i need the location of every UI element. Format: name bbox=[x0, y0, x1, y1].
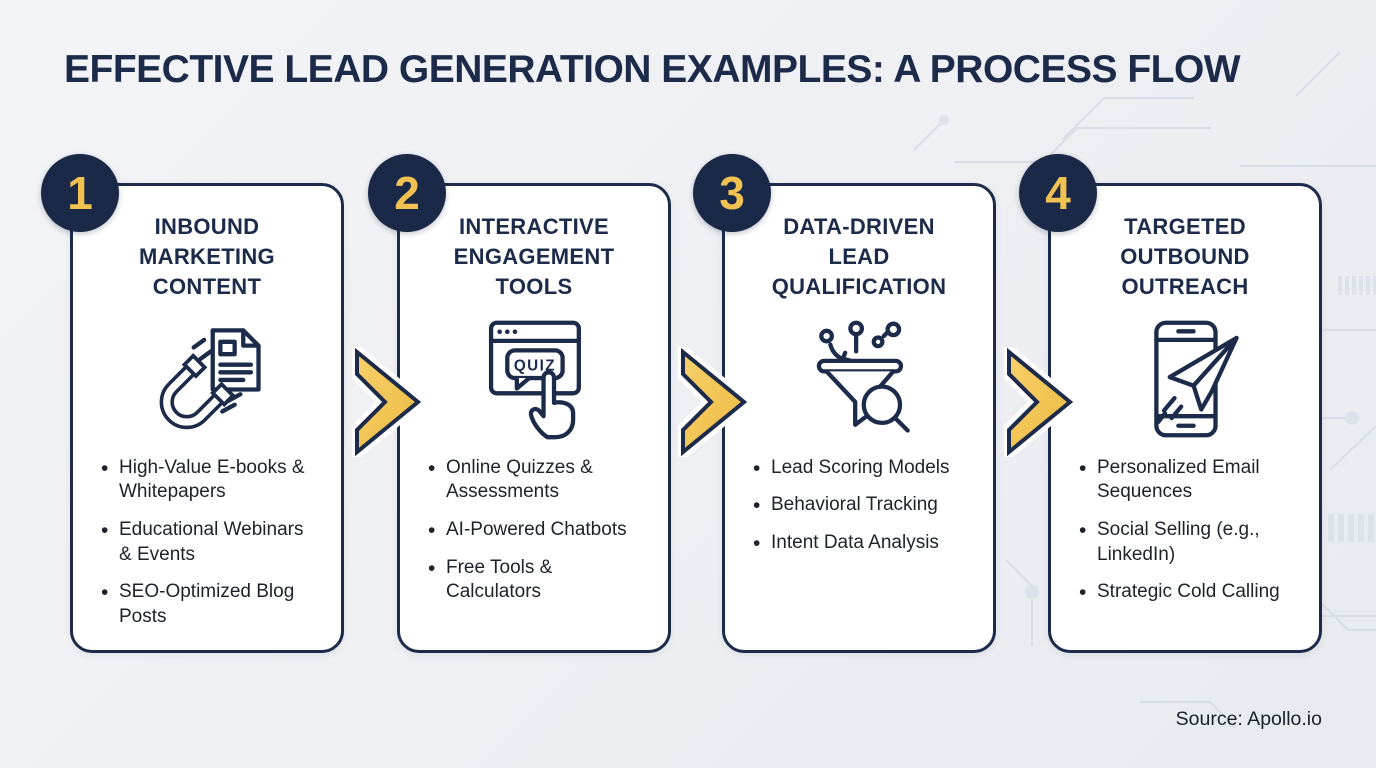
bullet-item: AI-Powered Chatbots bbox=[426, 517, 642, 544]
magnet-document-icon bbox=[159, 327, 261, 429]
phone-paper-plane-icon bbox=[1154, 320, 1239, 438]
quiz-click-icon: QUIZ bbox=[488, 320, 581, 440]
bullet-list: Lead Scoring Models Behavioral Tracking … bbox=[751, 455, 967, 569]
icon-box: QUIZ bbox=[467, 314, 601, 444]
step-number-badge: 4 bbox=[1019, 154, 1097, 232]
bullet-item: Social Selling (e.g., LinkedIn) bbox=[1077, 517, 1293, 567]
bullet-item: Behavioral Tracking bbox=[751, 492, 967, 519]
lead-funnel-magnifier-icon bbox=[816, 320, 910, 433]
step-number-badge: 3 bbox=[693, 154, 771, 232]
bullet-item: Strategic Cold Calling bbox=[1077, 579, 1293, 606]
step-card-interactive-tools: INTERACTIVE ENGAGEMENT TOOLS QUIZ Online… bbox=[397, 183, 671, 653]
step-number: 4 bbox=[1045, 167, 1071, 219]
source-attribution: Source: Apollo.io bbox=[1175, 708, 1322, 730]
step-title: TARGETED OUTBOUND OUTREACH bbox=[1120, 214, 1250, 299]
step-title: INBOUND MARKETING CONTENT bbox=[139, 214, 275, 299]
quiz-label: QUIZ bbox=[514, 357, 556, 374]
icon-box bbox=[792, 314, 926, 444]
step-number: 1 bbox=[67, 167, 93, 219]
bullet-item: Online Quizzes & Assessments bbox=[426, 455, 642, 505]
page-title: EFFECTIVE LEAD GENERATION EXAMPLES: A PR… bbox=[64, 48, 1241, 91]
flow-arrow-icon bbox=[352, 347, 424, 457]
bullet-item: SEO-Optimized Blog Posts bbox=[99, 579, 315, 629]
step-number: 3 bbox=[719, 167, 745, 219]
bullet-item: Personalized Email Sequences bbox=[1077, 455, 1293, 505]
bullet-list: High-Value E-books & Whitepapers Educati… bbox=[99, 455, 315, 643]
bullet-list: Online Quizzes & Assessments AI-Powered … bbox=[426, 455, 642, 618]
step-card-outbound-outreach: TARGETED OUTBOUND OUTREACH Personalized … bbox=[1048, 183, 1322, 653]
step-number: 2 bbox=[394, 167, 420, 219]
step-title: DATA-DRIVEN LEAD QUALIFICATION bbox=[771, 214, 947, 299]
step-number-badge: 2 bbox=[368, 154, 446, 232]
step-card-lead-qualification: DATA-DRIVEN LEAD QUALIFICATION Lead Scor… bbox=[722, 183, 996, 653]
flow-arrow-icon bbox=[678, 347, 750, 457]
step-title: INTERACTIVE ENGAGEMENT TOOLS bbox=[453, 214, 615, 299]
bullet-item: Intent Data Analysis bbox=[751, 530, 967, 557]
bullet-list: Personalized Email Sequences Social Sell… bbox=[1077, 455, 1293, 618]
icon-box bbox=[140, 314, 274, 444]
step-card-inbound-marketing: INBOUND MARKETING CONTENT High-Value E-b… bbox=[70, 183, 344, 653]
icon-box bbox=[1118, 314, 1252, 444]
bullet-item: Educational Webinars & Events bbox=[99, 517, 315, 567]
bullet-item: Lead Scoring Models bbox=[751, 455, 967, 482]
flow-arrow-icon bbox=[1004, 347, 1076, 457]
step-number-badge: 1 bbox=[41, 154, 119, 232]
bullet-item: High-Value E-books & Whitepapers bbox=[99, 455, 315, 505]
bullet-item: Free Tools & Calculators bbox=[426, 555, 642, 605]
